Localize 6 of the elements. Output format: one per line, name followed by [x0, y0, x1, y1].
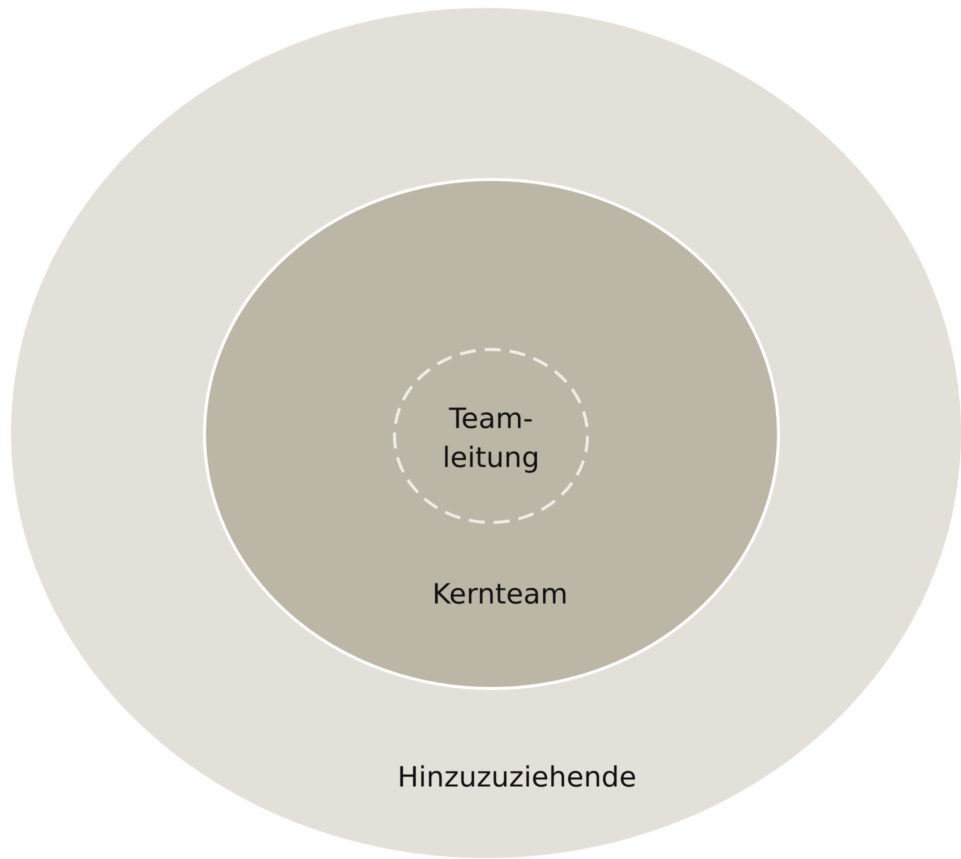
node-label: Team-leitung — [441, 400, 541, 476]
node-label: Kernteam — [431, 576, 569, 612]
outer-ellipse — [11, 8, 961, 858]
node-label: Hinzuzuziehende — [396, 759, 638, 796]
dashed-circle — [393, 348, 589, 524]
inner-ellipse — [203, 178, 780, 690]
